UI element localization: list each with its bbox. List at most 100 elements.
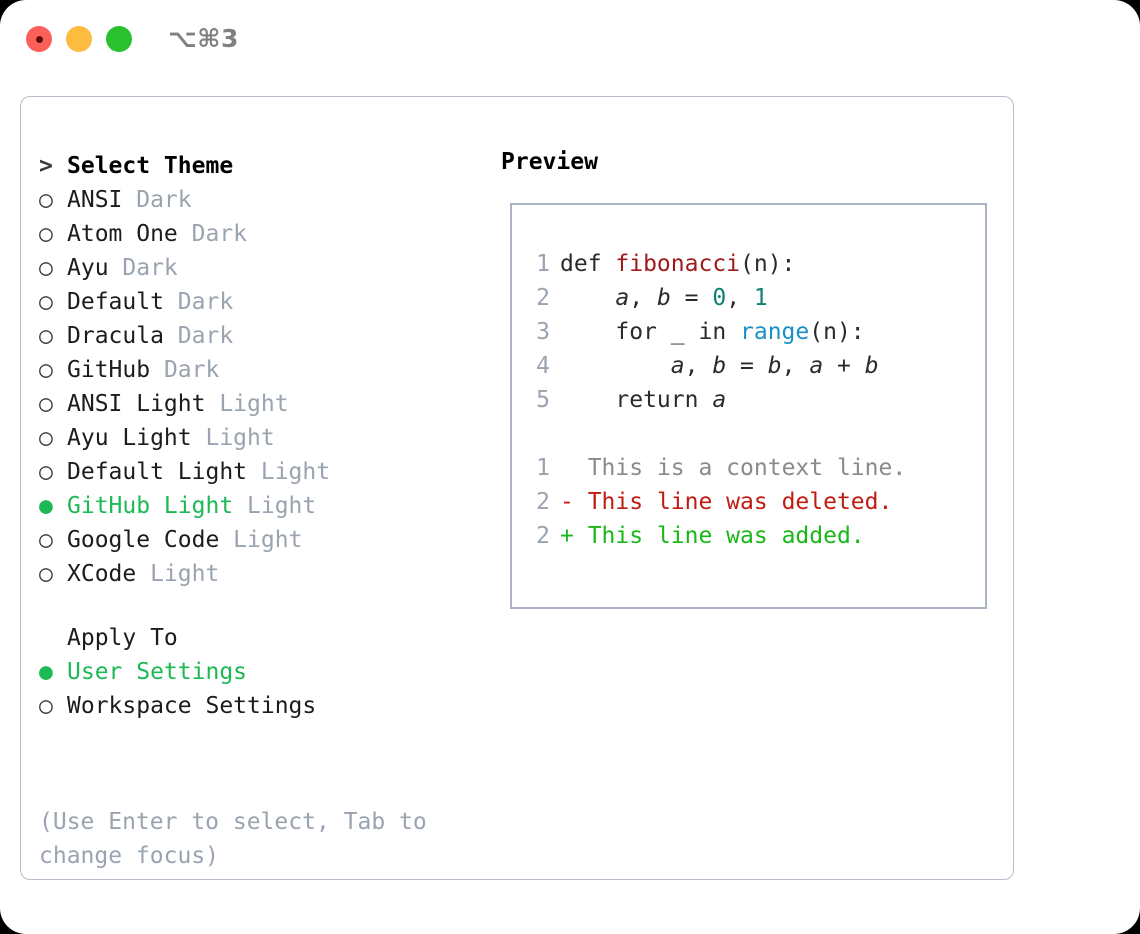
code-token: b (656, 285, 671, 311)
maximize-button[interactable] (106, 26, 132, 52)
theme-variant-tag: Dark (163, 289, 234, 315)
diff-text: This line was added. (573, 523, 865, 549)
diff-sign: + (560, 523, 574, 549)
code-token: (n): (809, 319, 865, 345)
theme-variant-tag: Light (219, 527, 303, 553)
radio-selected-icon: ● (39, 493, 53, 519)
code-token: b (712, 353, 727, 379)
theme-option-default[interactable]: ○ Default Dark (39, 285, 489, 319)
code-token: a (615, 285, 630, 311)
code-token: b (864, 353, 879, 379)
radio-unselected-icon: ○ (39, 323, 53, 349)
theme-picker-dialog: >Select Theme ○ANSI Dark○Atom One Dark○A… (20, 96, 1014, 880)
code-token: + (823, 353, 865, 379)
apply-to-option-label: Workspace Settings (67, 693, 317, 719)
theme-option-label: Google Code (67, 527, 220, 553)
code-token: return (560, 387, 713, 413)
theme-variant-tag: Dark (177, 221, 248, 247)
theme-option-label: XCode (67, 561, 137, 587)
theme-variant-tag: Light (191, 425, 275, 451)
apply-to-option-workspace-settings[interactable]: ○ Workspace Settings (39, 689, 489, 723)
apply-to-option-user-settings[interactable]: ●User Settings (39, 655, 489, 689)
theme-option-google-code[interactable]: ○Google Code Light (39, 523, 489, 557)
radio-unselected-icon: ○ (39, 187, 53, 213)
theme-variant-tag: Dark (108, 255, 178, 281)
diff-text: This line was deleted. (573, 489, 893, 515)
theme-variant-tag: Dark (122, 187, 192, 213)
theme-option-dracula[interactable]: ○ Dracula Dark (39, 319, 489, 353)
line-number: 1 (536, 251, 550, 277)
radio-unselected-icon: ○ (39, 357, 53, 383)
code-token: 1 (753, 285, 768, 311)
code-token (560, 353, 671, 379)
code-token: b (767, 353, 782, 379)
minimize-button[interactable] (66, 26, 92, 52)
radio-unselected-icon: ○ (39, 255, 53, 281)
theme-option-label: Dracula (67, 323, 164, 349)
code-token: , (629, 285, 657, 311)
code-line: 5 return a (522, 383, 906, 417)
theme-variant-tag: Light (136, 561, 220, 587)
theme-option-github-light[interactable]: ● GitHub Light Light (39, 489, 489, 523)
radio-unselected-icon: ○ (39, 425, 53, 451)
section-spacer (39, 591, 489, 621)
code-token: fibonacci (615, 251, 741, 277)
code-token: a (809, 353, 824, 379)
diff-line-ctx: 1 This is a context line. (522, 451, 906, 485)
theme-option-atom-one[interactable]: ○Atom One Dark (39, 217, 489, 251)
theme-variant-tag: Light (233, 493, 317, 519)
theme-option-label: GitHub Light (67, 493, 234, 519)
code-token: , (781, 353, 810, 379)
theme-option-github[interactable]: ○GitHub Dark (39, 353, 489, 387)
theme-option-xcode[interactable]: ○XCode Light (39, 557, 489, 591)
code-token: , (684, 353, 713, 379)
code-token: 0 (712, 285, 727, 311)
theme-option-ansi[interactable]: ○ ANSI Dark (39, 183, 489, 217)
code-token: range (740, 319, 810, 345)
theme-variant-tag: Light (205, 391, 289, 417)
code-token: , (726, 285, 754, 311)
theme-option-label: ANSI (67, 187, 123, 213)
code-token: = (726, 353, 768, 379)
theme-option-label: ANSI Light (67, 391, 206, 417)
radio-unselected-icon: ○ (39, 289, 53, 315)
theme-option-label: Ayu Light (67, 425, 192, 451)
line-number: 4 (536, 353, 550, 379)
theme-list-pane: >Select Theme ○ANSI Dark○Atom One Dark○A… (39, 149, 489, 723)
preview-heading: Preview (501, 149, 598, 175)
help-text: (Use Enter to select, Tab to change focu… (39, 809, 427, 869)
theme-variant-tag: Light (247, 459, 331, 485)
code-token (560, 285, 615, 311)
diff-line-add: 2+ This line was added. (522, 519, 906, 553)
theme-option-label: Default Light (67, 459, 248, 485)
theme-option-label: GitHub (67, 357, 151, 383)
theme-option-label: Atom One (67, 221, 178, 247)
code-line: 2 a, b = 0, 1 (522, 281, 906, 315)
diff-sign: - (560, 489, 574, 515)
code-token: a (712, 387, 727, 413)
theme-option-label: Default (67, 289, 164, 315)
line-number: 2 (536, 285, 550, 311)
theme-option-ansi-light[interactable]: ○ ANSI Light Light (39, 387, 489, 421)
apply-to-options: ●User Settings ○ Workspace Settings (39, 655, 489, 723)
theme-option-ayu[interactable]: ○Ayu Dark (39, 251, 489, 285)
titlebar: ⌥⌘3 (0, 0, 1140, 78)
line-number: 5 (536, 387, 550, 413)
code-token: a (670, 353, 685, 379)
radio-unselected-icon: ○ (39, 693, 53, 719)
theme-variant-tag: Dark (163, 323, 234, 349)
code-blank-line (522, 417, 906, 451)
recording-indicator-icon (36, 36, 43, 43)
code-token: for _ in (560, 319, 741, 345)
theme-option-default-light[interactable]: ○ Default Light Light (39, 455, 489, 489)
radio-unselected-icon: ○ (39, 391, 53, 417)
code-line: 3 for _ in range(n): (522, 315, 906, 349)
radio-unselected-icon: ○ (39, 459, 53, 485)
radio-selected-icon: ● (39, 659, 53, 685)
theme-option-ayu-light[interactable]: ○ Ayu Light Light (39, 421, 489, 455)
code-line: 4 a, b = b, a + b (522, 349, 906, 383)
line-number: 3 (536, 319, 550, 345)
